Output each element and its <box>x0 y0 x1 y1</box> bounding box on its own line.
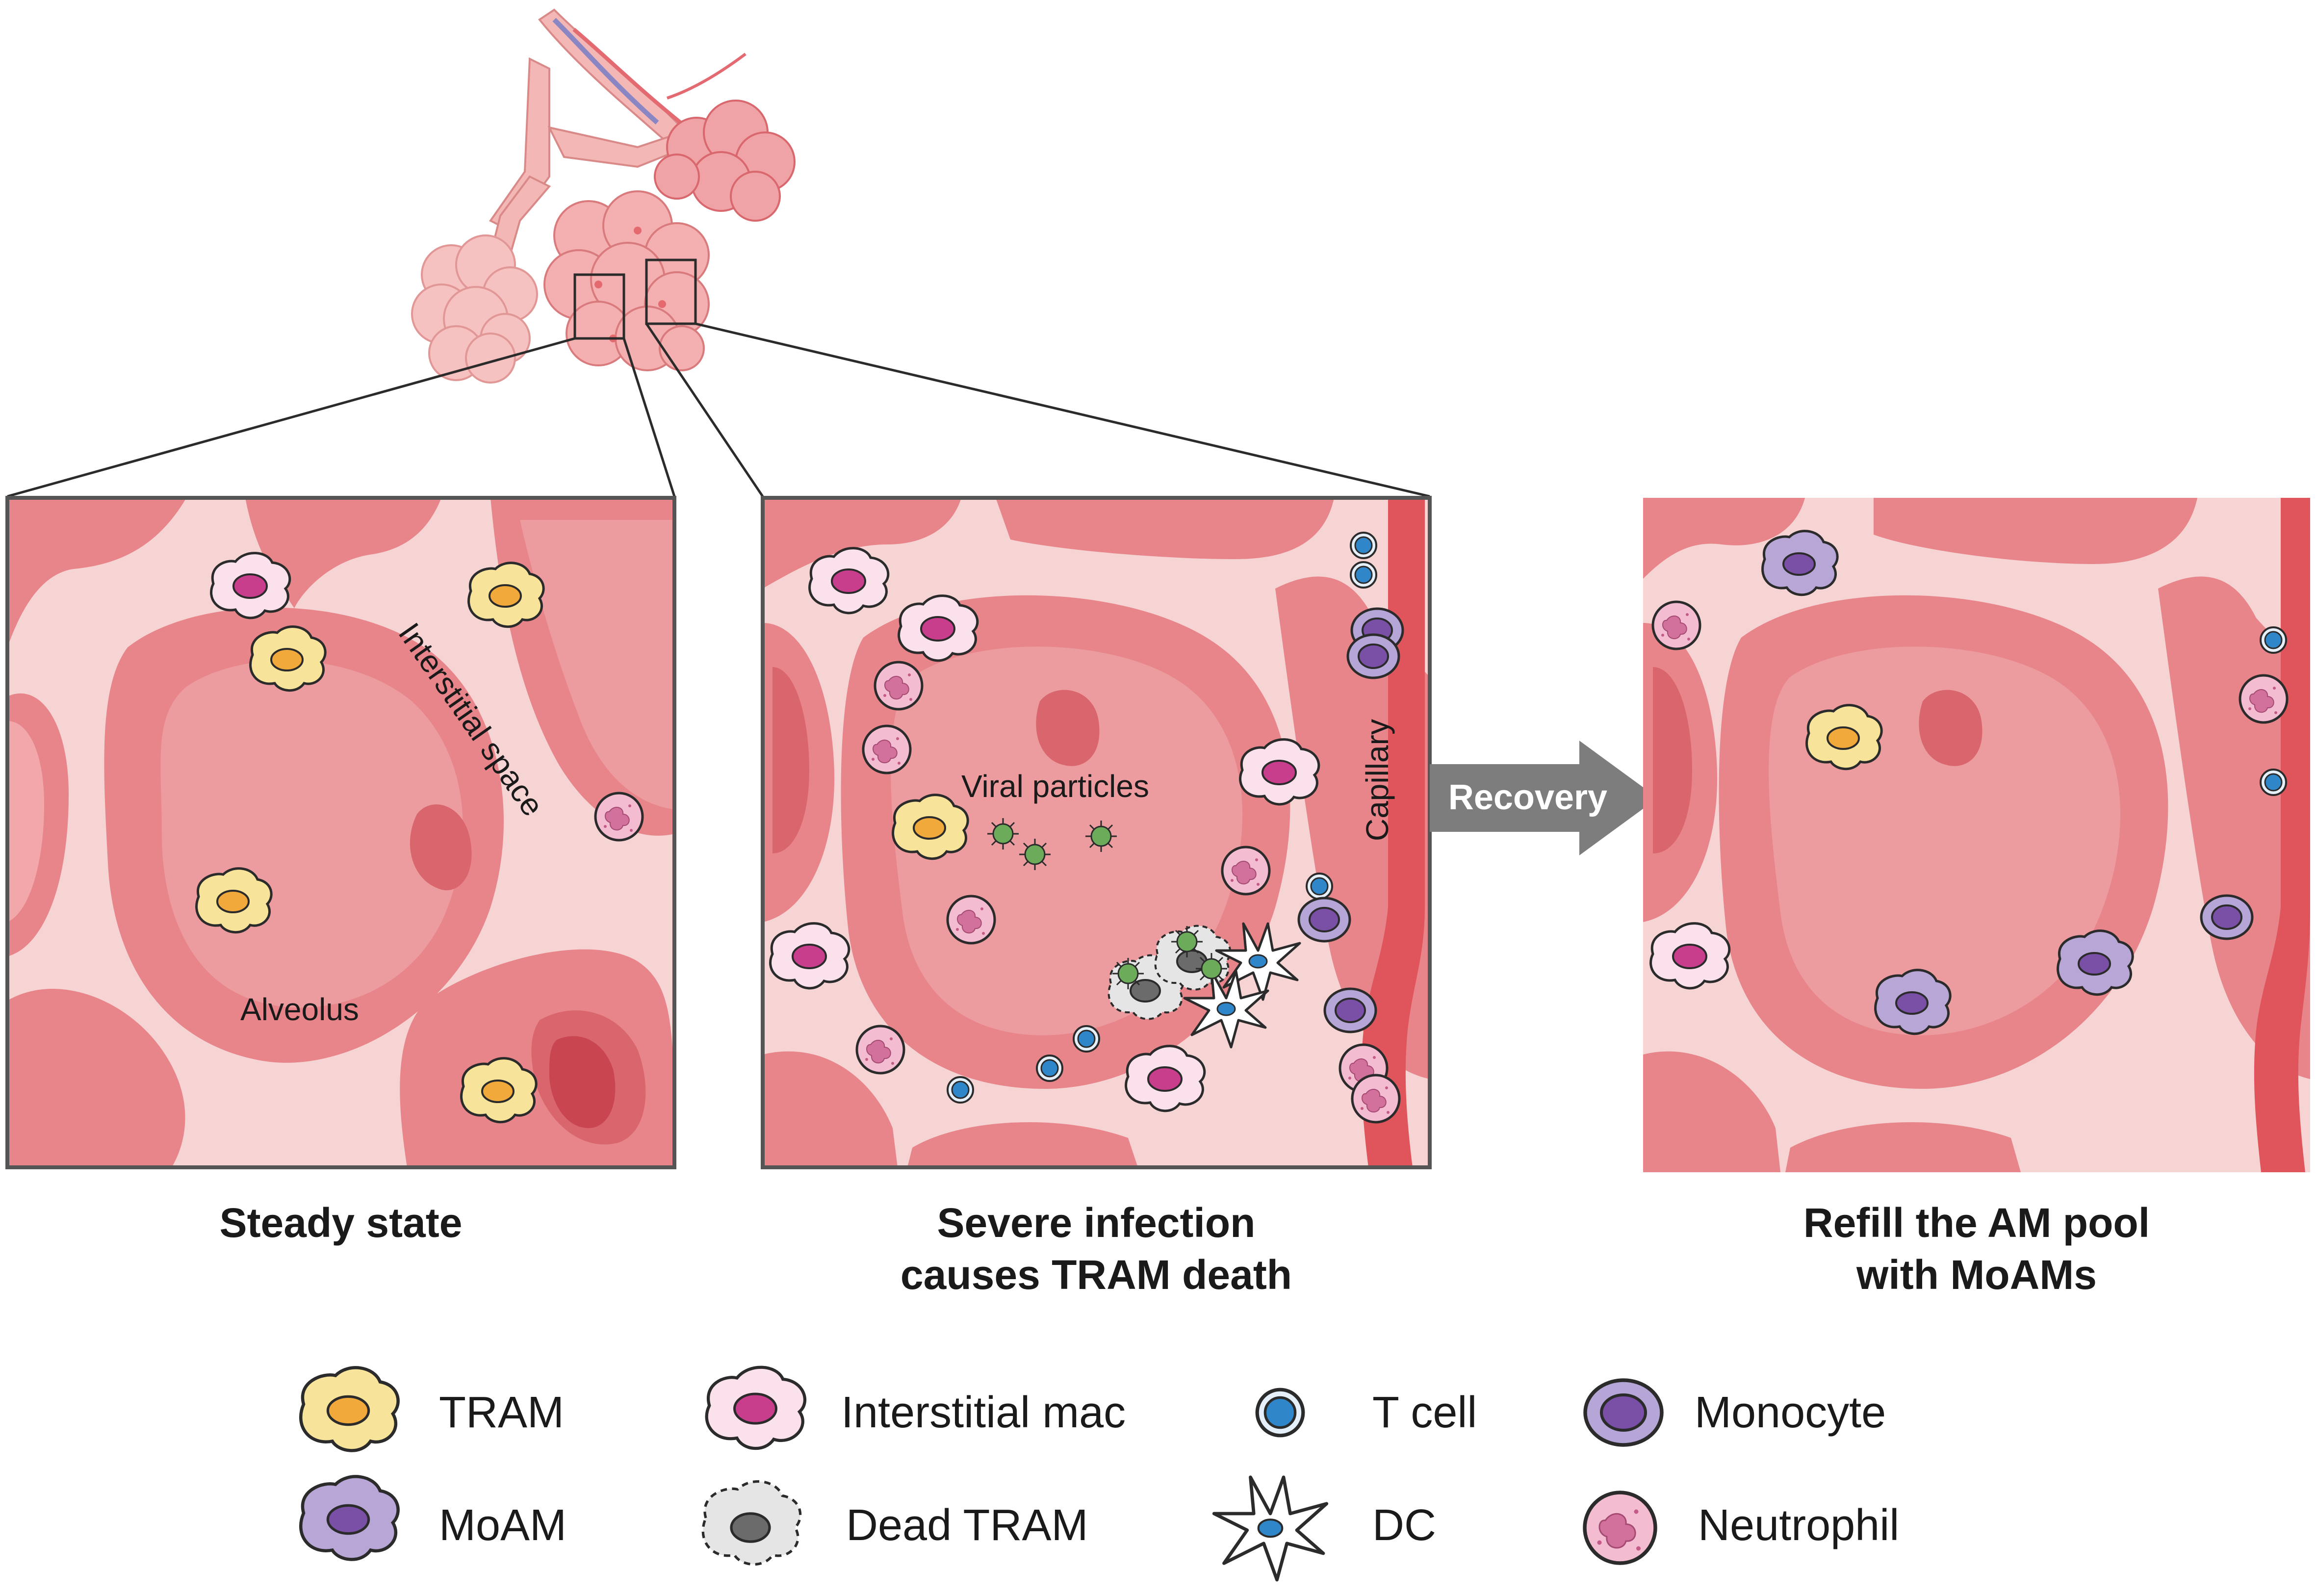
panel-steady-state: Interstitial space Alveolus Steady state <box>5 496 676 1246</box>
caption-severe-infection-line2: causes TRAM death <box>901 1252 1292 1298</box>
legend-item-t-cell: T cell <box>1257 1388 1477 1437</box>
legend-label-monocyte: Monocyte <box>1695 1388 1886 1437</box>
legend-label-t-cell: T cell <box>1372 1388 1477 1437</box>
legend-item-dead-tram: Dead TRAM <box>703 1481 1088 1564</box>
caption-recovery-line1: Refill the AM pool <box>1803 1200 2150 1246</box>
label-viral-particles: Viral particles <box>961 769 1149 804</box>
recovery-arrow: Recovery <box>1430 741 1658 855</box>
legend-item-tram: TRAM <box>301 1367 564 1450</box>
panel-recovery: Refill the AM pool with MoAMs <box>1643 498 2310 1298</box>
caption-recovery-line2: with MoAMs <box>1856 1252 2097 1298</box>
lung-illustration <box>7 8 1430 498</box>
t-cell-icon <box>1257 1390 1303 1436</box>
legend-item-monocyte: Monocyte <box>1585 1380 1886 1445</box>
neutrophil-icon <box>1585 1493 1655 1563</box>
label-alveolus: Alveolus <box>240 992 359 1027</box>
legend-label-tram: TRAM <box>439 1388 564 1437</box>
dendritic-cell-icon <box>1214 1477 1327 1580</box>
legend-item-interstitial-mac: Interstitial mac <box>707 1367 1126 1448</box>
legend-label-dc: DC <box>1372 1501 1436 1550</box>
tram-cell-icon <box>301 1367 398 1450</box>
monocyte-icon <box>1585 1380 1662 1445</box>
label-capillary: Capillary <box>1360 719 1395 841</box>
interstitial-mac-icon <box>707 1367 805 1448</box>
legend: TRAM MoAM Interstitial mac Dead TRAM T c… <box>301 1367 1899 1580</box>
legend-label-moam: MoAM <box>439 1501 566 1550</box>
legend-label-neutrophil: Neutrophil <box>1698 1501 1899 1550</box>
dead-tram-icon <box>703 1481 800 1564</box>
legend-item-neutrophil: Neutrophil <box>1585 1493 1899 1563</box>
caption-severe-infection-line1: Severe infection <box>937 1200 1256 1246</box>
legend-label-interstitial-mac: Interstitial mac <box>841 1388 1126 1437</box>
caption-steady-state: Steady state <box>220 1200 463 1246</box>
recovery-arrow-label: Recovery <box>1448 778 1607 817</box>
panel-severe-infection: Viral particles Capillary Severe infecti… <box>761 496 1432 1298</box>
zoom-box-left <box>573 273 625 340</box>
legend-item-dc: DC <box>1214 1477 1436 1580</box>
zoom-box-right <box>645 258 697 325</box>
legend-item-moam: MoAM <box>301 1476 566 1559</box>
moam-cell-icon <box>301 1476 398 1559</box>
legend-label-dead-tram: Dead TRAM <box>846 1501 1088 1550</box>
